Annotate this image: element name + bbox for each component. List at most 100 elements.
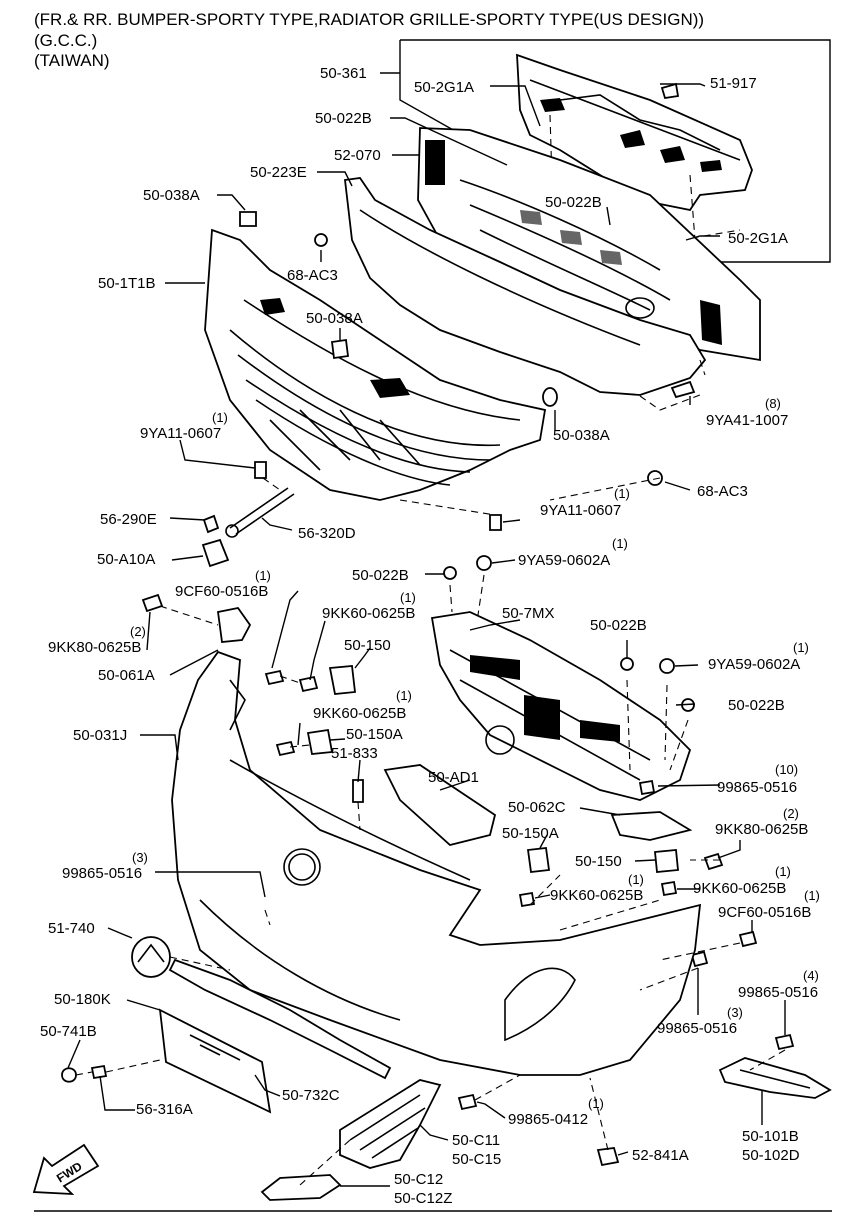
qty-9KK60-0625B-b: (1): [396, 688, 412, 703]
clip-50-022B-d: [620, 657, 634, 671]
label-50-2G1A-a: 50-2G1A: [414, 79, 474, 96]
part-labels: 50-361 50-2G1A 51-917 50-022B 52-070 50-…: [40, 65, 820, 1207]
qty-9YA11-0607-b: (1): [614, 486, 630, 501]
bracket-50-150A-b: [526, 847, 551, 873]
clip-51-833: [352, 779, 364, 803]
fog-grille-50-C11: [339, 1079, 442, 1169]
label-99865-0516-c: 99865-0516: [738, 984, 818, 1001]
clip-9YA59-0602A-b: [659, 658, 675, 674]
qty-9YA11-0607-a: (1): [212, 410, 228, 425]
label-9YA41-1007: 9YA41-1007: [706, 412, 788, 429]
label-50-7MX: 50-7MX: [502, 605, 555, 622]
bracket-50-061A: [216, 607, 252, 643]
label-56-320D: 56-320D: [298, 525, 356, 542]
label-50-223E: 50-223E: [250, 164, 307, 181]
label-50-038A-c: 50-038A: [553, 427, 610, 444]
label-9KK80-0625B-b: 9KK80-0625B: [715, 821, 808, 838]
bolt-9KK80-0625B-b: [703, 852, 724, 871]
fastener-50-038A-low: [542, 387, 558, 407]
bracket-50-150A-a: [306, 728, 334, 755]
bolt-9KK60-0625B-a: [298, 675, 319, 693]
label-50-101B: 50-101B: [742, 1128, 799, 1145]
bumper-bracket-50-7MX: [430, 611, 692, 801]
label-9YA59-0602A-a: 9YA59-0602A: [518, 552, 610, 569]
label-50-061A: 50-061A: [98, 667, 155, 684]
qty-9KK60-0625B-a: (1): [400, 590, 416, 605]
diagram-title: (FR.& RR. BUMPER-SPORTY TYPE,RADIATOR GR…: [34, 10, 705, 29]
emblem-51-740: [131, 936, 171, 978]
qty-9YA59-0602A-b: (1): [793, 640, 809, 655]
label-50-C12: 50-C12: [394, 1171, 443, 1188]
label-51-833: 51-833: [331, 745, 378, 762]
label-50-022B-c: 50-022B: [352, 567, 409, 584]
fastener-50-038A-top: [239, 211, 257, 227]
plate-bracket-50-180K: [158, 1008, 272, 1114]
label-52-070: 52-070: [334, 147, 381, 164]
label-50-038A-b: 50-038A: [306, 310, 363, 327]
screw-56-316A: [90, 1064, 108, 1080]
label-50-102D: 50-102D: [742, 1147, 800, 1164]
label-50-C11: 50-C11: [452, 1132, 500, 1149]
bolt-9CF60-0516B-a: [264, 669, 285, 686]
upper-rail-50-223E: [344, 177, 707, 396]
rod-56-320D: [225, 487, 295, 538]
label-9CF60-0516B-b: 9CF60-0516B: [718, 904, 811, 921]
qty-99865-0412: (1): [588, 1096, 604, 1111]
label-50-150A-a: 50-150A: [346, 726, 403, 743]
bracket-50-A10A: [201, 538, 230, 568]
label-50-150A-b: 50-150A: [502, 825, 559, 842]
fog-cover-50-101B: [718, 1057, 832, 1099]
bolt-9KK80-0625B-a: [141, 593, 164, 613]
label-50-AD1: 50-AD1: [428, 769, 479, 786]
label-68-AC3-b: 68-AC3: [697, 483, 748, 500]
label-52-841A: 52-841A: [632, 1147, 689, 1164]
lower-lip-50-732C: [168, 958, 392, 1080]
label-50-022B-b: 50-022B: [545, 194, 602, 211]
bolt-9CF60-0516B-b: [738, 930, 758, 948]
bracket-50-150-b: [654, 849, 679, 873]
diagram-subtitle-taiwan: (TAIWAN): [34, 51, 110, 70]
bolt-99865-0516-c: [774, 1033, 795, 1051]
bolt-9KK60-0625B-d: [660, 880, 678, 897]
qty-9CF60-0516B-a: (1): [255, 568, 271, 583]
label-50-180K: 50-180K: [54, 991, 111, 1008]
assembly-dashed-lines: [75, 359, 786, 1186]
cap-50-741B: [61, 1067, 77, 1083]
front-bumper-50-031J: [171, 650, 702, 1076]
upper-shield-part: [516, 53, 753, 241]
label-99865-0516-a: 99865-0516: [717, 779, 797, 796]
qty-9KK60-0625B-d: (1): [775, 864, 791, 879]
label-51-917: 51-917: [710, 75, 757, 92]
label-9CF60-0516B-a: 9CF60-0516B: [175, 583, 268, 600]
clip-51-917: [660, 82, 680, 100]
label-50-732C: 50-732C: [282, 1087, 340, 1104]
nut-52-841A: [596, 1147, 620, 1167]
label-9KK60-0625B-a: 9KK60-0625B: [322, 605, 415, 622]
bolt-99865-0516-d: [690, 950, 709, 968]
label-50-062C: 50-062C: [508, 799, 566, 816]
label-50-038A-a: 50-038A: [143, 187, 200, 204]
label-50-361: 50-361: [320, 65, 367, 82]
label-99865-0516-b: 99865-0516: [62, 865, 142, 882]
label-50-C15: 50-C15: [452, 1151, 501, 1168]
label-50-031J: 50-031J: [73, 727, 127, 744]
qty-9CF60-0516B-b: (1): [804, 888, 820, 903]
qty-99865-0516-b: (3): [132, 850, 148, 865]
qty-99865-0516-c: (4): [803, 968, 819, 983]
qty-9KK80-0625B-a: (2): [130, 624, 146, 639]
leader-lines: [67, 72, 786, 1187]
label-50-150-a: 50-150: [344, 637, 391, 654]
radiator-grille-50-1T1B: [204, 228, 547, 501]
cover-50-C12: [260, 1174, 342, 1201]
qty-9KK80-0625B-b: (2): [783, 806, 799, 821]
bolt-9KK60-0625B-c: [518, 891, 536, 908]
label-9KK80-0625B-a: 9KK80-0625B: [48, 639, 141, 656]
bolt-99865-0516-a: [638, 779, 656, 796]
guide-50-AD1: [383, 764, 497, 846]
label-50-022B-a: 50-022B: [315, 110, 372, 127]
label-50-A10A: 50-A10A: [97, 551, 155, 568]
diagram-subtitle-gcc: (G.C.C.): [34, 31, 98, 50]
qty-9YA41-1007: (8): [765, 396, 781, 411]
label-9YA11-0607-a: 9YA11-0607: [140, 425, 221, 442]
